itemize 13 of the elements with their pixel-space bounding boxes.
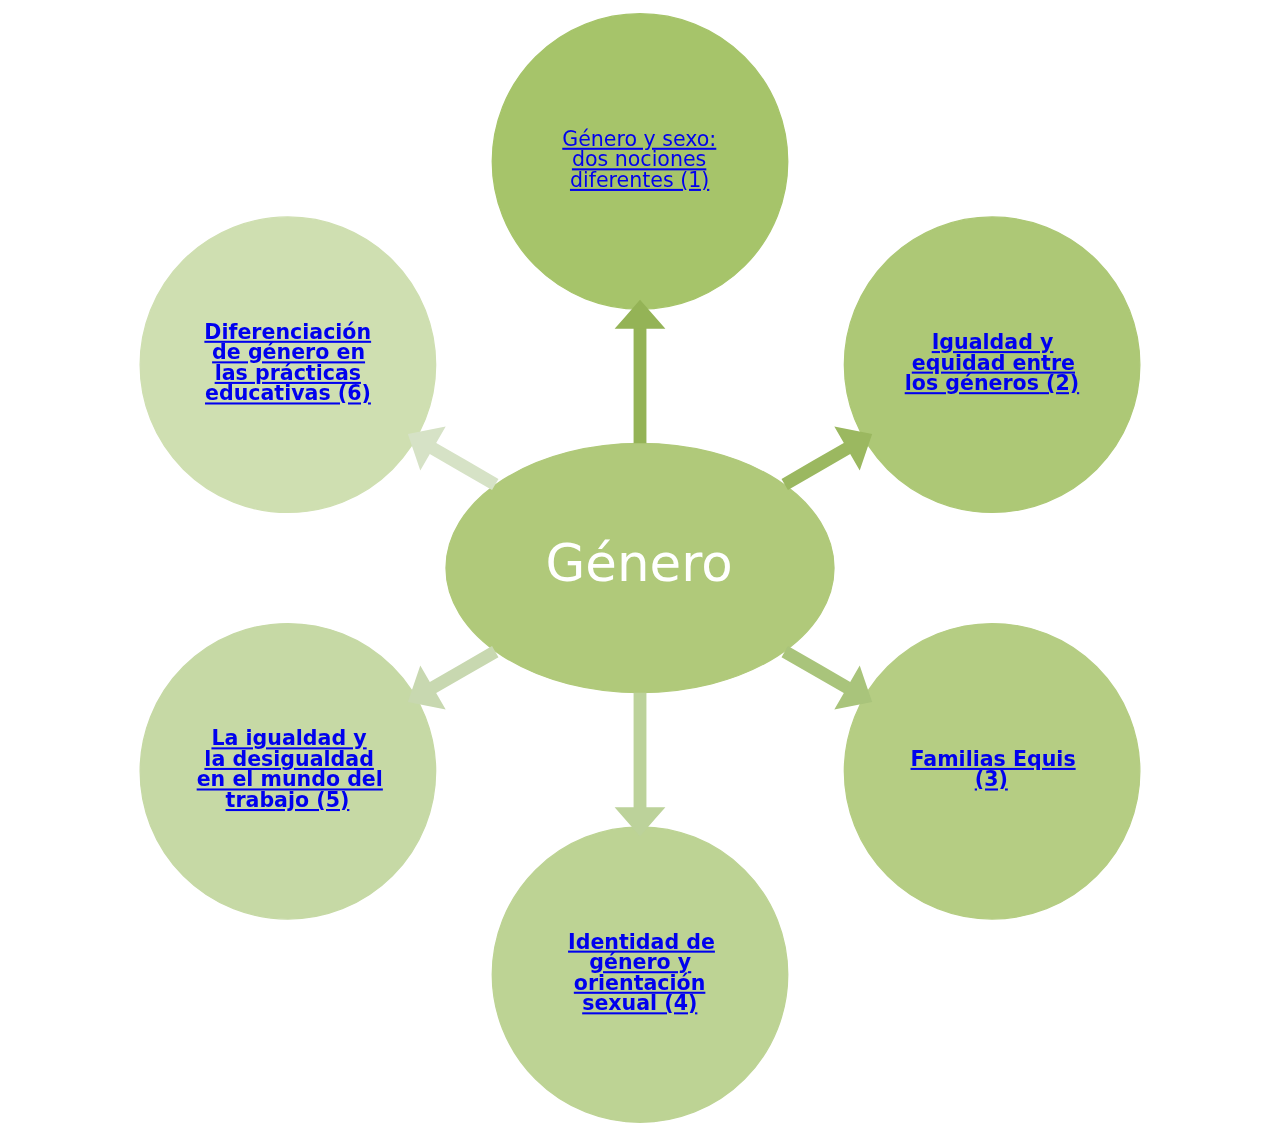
arrow [407, 426, 499, 490]
node-circle: Género y sexo: dos nociones diferentes (1) [491, 13, 789, 310]
node-circle: Familias Equis (3) [843, 622, 1141, 920]
node-circle: La igualdad y la desigualdad en el mundo del trabajo (5) [139, 622, 437, 920]
node-circle: Diferenciación de género en las prácticas educativas (6) [139, 216, 437, 514]
node-ellipse: Género [445, 442, 835, 694]
node-circle: Igualdad y equidad entre los géneros (2) [843, 216, 1141, 514]
arrow [781, 426, 873, 490]
arrow [781, 646, 873, 710]
arrow [407, 646, 499, 710]
arrow [614, 692, 666, 837]
arrow [614, 299, 666, 444]
node-circle: Identidad de género y orientación sexual (4) [491, 826, 789, 1123]
